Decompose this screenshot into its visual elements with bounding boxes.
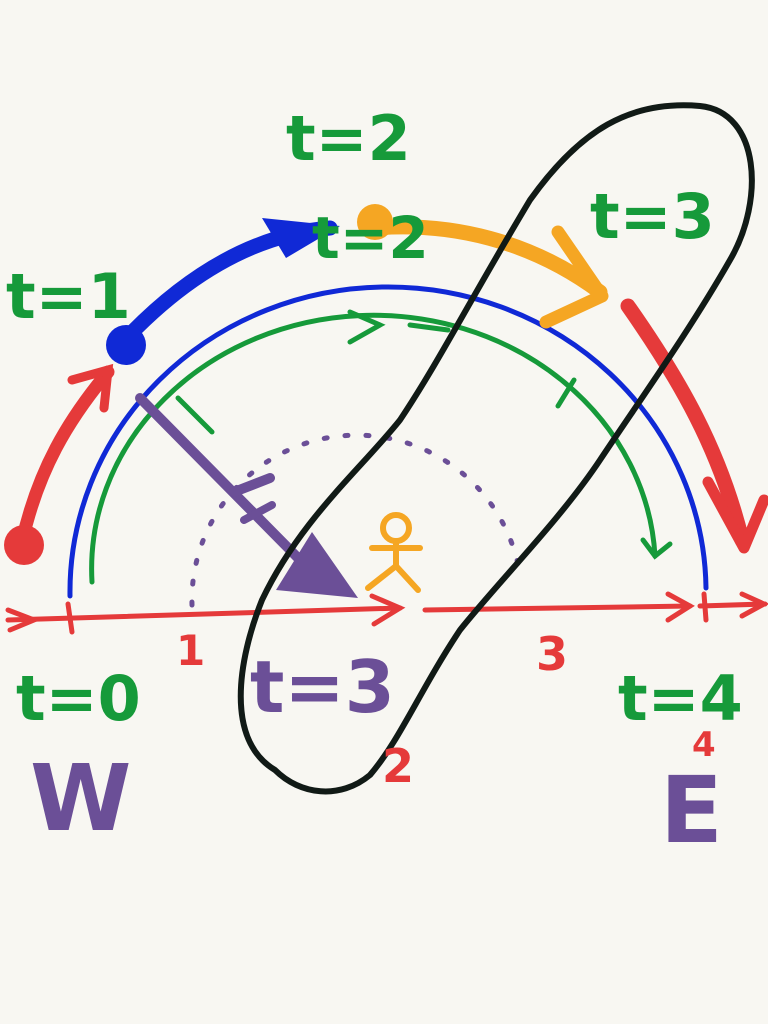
black-loop-annotation bbox=[237, 102, 755, 795]
label-t3-center: t=3 bbox=[250, 645, 395, 729]
tick-1: 1 bbox=[176, 626, 205, 675]
label-east: E bbox=[660, 757, 723, 864]
tick-2: 2 bbox=[382, 739, 414, 793]
tick-3: 3 bbox=[536, 627, 568, 681]
tick-4: 4 bbox=[692, 725, 716, 765]
label-t0: t=0 bbox=[16, 662, 141, 735]
ground-axis bbox=[5, 591, 768, 633]
label-t3-right: t=3 bbox=[590, 180, 715, 253]
dotted-circle bbox=[189, 432, 523, 608]
label-t4: t=4 bbox=[618, 662, 743, 735]
axis-ticks bbox=[65, 591, 709, 635]
label-t1: t=1 bbox=[6, 260, 131, 333]
label-t2-mid: t=2 bbox=[312, 204, 429, 272]
blue-arc-segment bbox=[106, 218, 340, 365]
orange-arc-segment bbox=[357, 204, 609, 329]
stick-figure-icon bbox=[365, 512, 423, 593]
label-west: W bbox=[30, 745, 131, 852]
red-arc-right bbox=[620, 298, 768, 554]
label-t2-top: t=2 bbox=[286, 102, 411, 175]
red-arc-left bbox=[4, 363, 115, 565]
blue-arc bbox=[67, 284, 709, 599]
purple-arrow bbox=[135, 393, 358, 598]
